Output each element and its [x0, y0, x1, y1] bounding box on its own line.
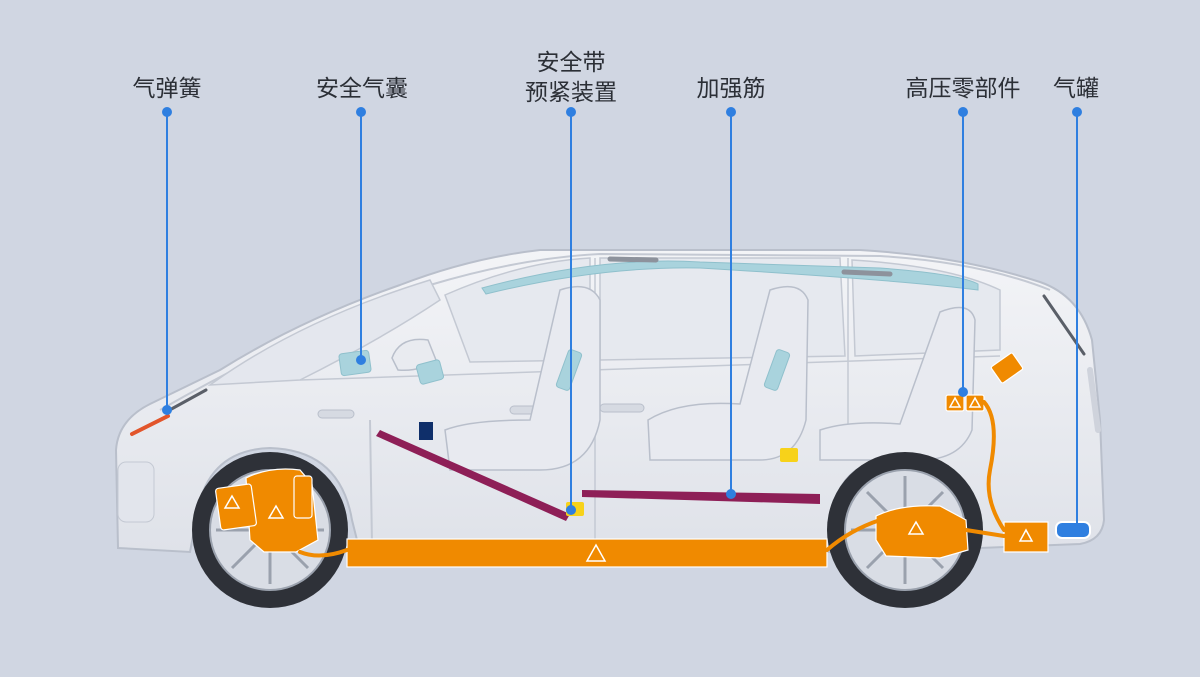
label-gas-tank: 气罐 — [1053, 76, 1099, 102]
callout-reinforcement — [726, 107, 736, 499]
mirror-airbag — [415, 359, 445, 385]
callout-airbag — [356, 107, 366, 365]
callout-gas-spring — [162, 107, 172, 415]
rear-hv-module — [990, 352, 1024, 384]
door-handle-front — [317, 409, 355, 419]
front-grille — [117, 461, 155, 523]
middle-seat — [647, 285, 809, 461]
sill-reinforcement-bar — [582, 490, 820, 504]
rear-controller — [1003, 521, 1049, 553]
door-handle-sliding — [599, 403, 645, 413]
door-reinforcement-bar — [376, 430, 570, 521]
front-inverter — [215, 483, 257, 531]
battery-pack — [346, 538, 828, 568]
reinforcement-bars — [376, 430, 820, 521]
tail-light — [1087, 367, 1101, 433]
label-seatbelt-line2: 预紧装置 — [525, 80, 617, 106]
rear-seat — [819, 306, 976, 461]
headlight — [130, 414, 170, 436]
label-seatbelt-pretensioner: 安全带 预紧装置 — [525, 48, 617, 108]
front-gas-spring — [164, 388, 208, 414]
a-pillar — [369, 419, 373, 546]
label-reinforcement: 加强筋 — [696, 76, 766, 102]
high-voltage-warning-icon — [267, 504, 285, 519]
high-voltage-warning-icons — [223, 396, 1034, 562]
high-voltage-warning-icon — [968, 396, 982, 408]
callout-high-voltage — [958, 107, 968, 397]
high-voltage-warning-icon — [1018, 528, 1034, 542]
seats — [444, 285, 976, 471]
high-voltage-warning-icon — [948, 396, 962, 408]
high-voltage-warning-icon — [907, 520, 925, 535]
car-body — [114, 249, 1106, 554]
label-high-voltage: 高压零部件 — [905, 76, 1021, 102]
label-gas-spring: 气弹簧 — [132, 76, 202, 102]
door-module — [419, 422, 433, 440]
front-seat — [444, 285, 601, 471]
front-converter — [293, 475, 313, 519]
middle-seat-airbag — [763, 349, 791, 391]
high-voltage-warning-icon — [223, 494, 241, 509]
pretensioner-middle — [780, 448, 798, 462]
curtain-airbag-mounts — [607, 256, 893, 277]
label-seatbelt-line1: 安全带 — [536, 50, 606, 76]
dashboard-airbag — [338, 349, 372, 377]
front-seat-airbag — [555, 349, 583, 391]
callout-gas-tank — [1072, 107, 1082, 535]
high-voltage-cables — [298, 400, 1006, 558]
label-airbag: 安全气囊 — [316, 76, 408, 102]
callout-lines — [162, 107, 1082, 535]
callout-seatbelt-pretensioner — [566, 107, 576, 515]
high-voltage-warning-icon — [585, 543, 607, 562]
beltline — [299, 355, 1001, 381]
